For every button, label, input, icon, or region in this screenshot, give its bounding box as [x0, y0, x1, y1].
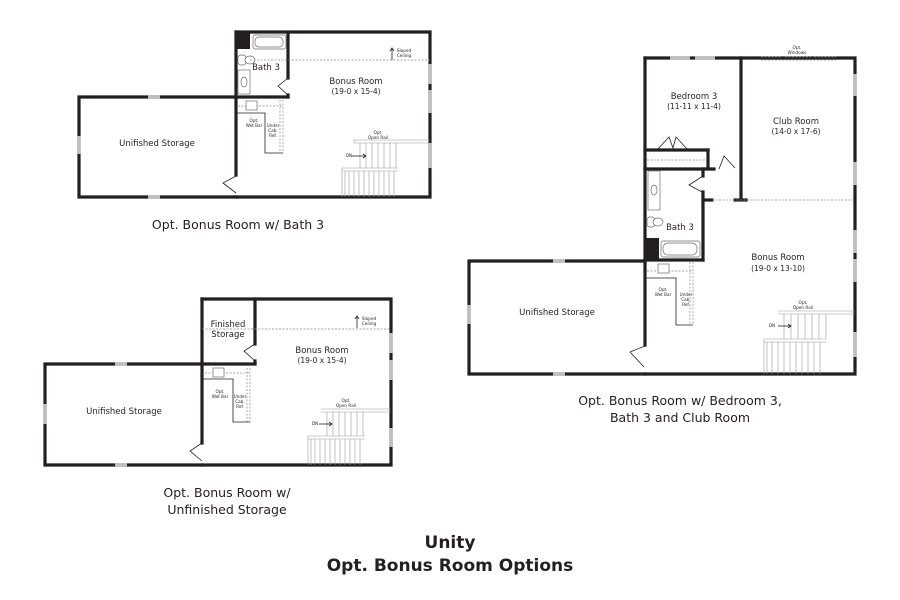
bonus-room-label: Bonus Room	[295, 346, 349, 356]
opt-windows-note: Opt.Windows	[787, 45, 807, 55]
plan-caption-bedroom-bath-club: Opt. Bonus Room w/ Bedroom 3,Bath 3 and …	[578, 393, 782, 425]
bonus-room-label: Bonus Room	[751, 253, 805, 263]
wet-bar-note: Opt.Wet Bar	[211, 389, 229, 399]
title-unity: Unity	[424, 533, 476, 553]
bedroom3-dimensions: (11-11 x 11-4)	[667, 102, 721, 111]
plan-unfinished-storage	[43, 297, 393, 467]
bonus-room-dimensions: (19-0 x 15-4)	[331, 87, 381, 96]
bonus-room-label: Bonus Room	[329, 77, 383, 87]
club-room-label: Club Room	[773, 117, 819, 127]
unfinished-storage-label: Unifished Storage	[86, 407, 162, 417]
wet-bar-note: Opt.Wet Bar	[245, 118, 263, 128]
stair-down-label: DN	[311, 421, 319, 426]
plan-bedroom-bath-club	[467, 56, 857, 376]
bath3-label: Bath 3	[252, 63, 280, 73]
unfinished-storage-label: Unifished Storage	[519, 308, 595, 318]
unfinished-storage-label: Unifished Storage	[119, 139, 195, 149]
plan-caption-unfinished-storage: Opt. Bonus Room w/Unfinished Storage	[163, 485, 291, 517]
bonus-room-dimensions: (19-0 x 15-4)	[297, 356, 347, 365]
club-room-dimensions: (14-0 x 17-6)	[771, 127, 821, 136]
bedroom3-label: Bedroom 3	[670, 92, 718, 102]
stair-down-label: DN	[768, 323, 776, 328]
open-rail-note: Opt.Open Rail	[367, 130, 389, 140]
bonus-room-dimensions: (19-0 x 13-10)	[751, 264, 805, 273]
open-rail-note: Opt.Open Rail	[335, 398, 357, 408]
plan-caption-bath3: Opt. Bonus Room w/ Bath 3	[151, 217, 325, 232]
bath3-label: Bath 3	[666, 223, 694, 233]
open-rail-note: Opt.Open Rail	[792, 300, 814, 310]
stair-down-label: DN	[345, 153, 353, 158]
title-options: Opt. Bonus Room Options	[326, 556, 574, 576]
wet-bar-note: Opt.Wet Bar	[654, 287, 672, 297]
plan-bath3	[77, 30, 432, 199]
